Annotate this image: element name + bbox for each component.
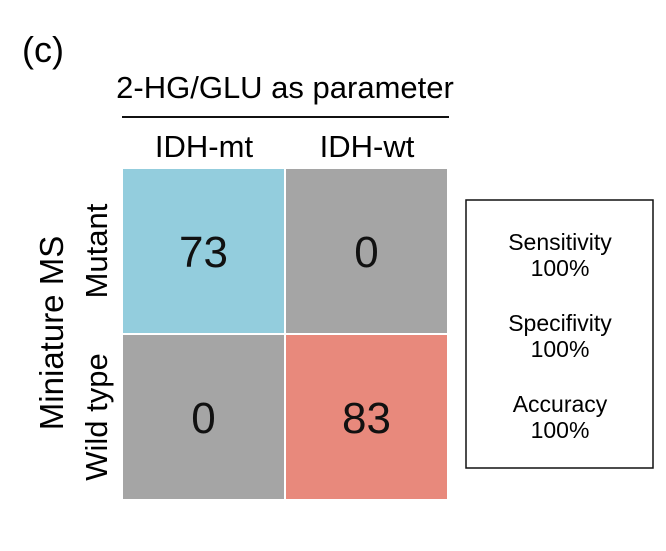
metric-value: 100% xyxy=(531,336,590,362)
matrix-value-r0-c0: 73 xyxy=(179,228,228,277)
metrics-list: Sensitivity100%Specifivity100%Accuracy10… xyxy=(508,229,612,443)
column-label-idh-wt: IDH-wt xyxy=(320,129,415,164)
metric-name: Accuracy xyxy=(513,391,608,417)
matrix-cell-r1-c1 xyxy=(284,333,449,501)
metric-value: 100% xyxy=(531,255,590,281)
row-group-label: Miniature MS xyxy=(33,236,70,430)
matrix-cell-r0-c1 xyxy=(284,167,449,335)
matrix-value-r0-c1: 0 xyxy=(354,228,378,277)
metrics-box xyxy=(465,199,654,469)
matrix-cell-r1-c0 xyxy=(121,333,286,501)
metric-value: 100% xyxy=(531,417,590,443)
matrix-cells: 73 0 0 83 xyxy=(121,167,449,501)
matrix-value-r1-c0: 0 xyxy=(191,394,215,443)
chart-title: 2-HG/GLU as parameter xyxy=(116,70,454,105)
column-label-idh-mt: IDH-mt xyxy=(155,129,254,164)
row-label-wild-type: Wild type xyxy=(79,353,114,480)
panel-label: (c) xyxy=(22,29,64,70)
metric-name: Specifivity xyxy=(508,310,612,336)
metric-name: Sensitivity xyxy=(508,229,612,255)
row-label-mutant: Mutant xyxy=(79,203,114,298)
matrix-value-r1-c1: 83 xyxy=(342,394,391,443)
